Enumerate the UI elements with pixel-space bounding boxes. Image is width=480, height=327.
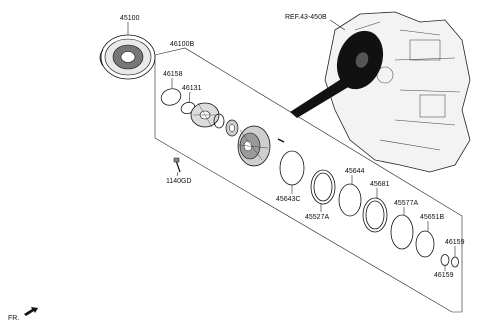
label-45651B: 45651B xyxy=(420,214,444,221)
label-45527A: 45527A xyxy=(305,214,329,221)
pump-body xyxy=(237,125,271,167)
label-46159-top: 46159 xyxy=(445,239,465,246)
label-46100B: 46100B xyxy=(170,41,194,48)
label-45100: 45100 xyxy=(120,15,140,22)
label-46159-bottom: 46159 xyxy=(434,272,454,279)
label-45681: 45681 xyxy=(370,181,390,188)
label-46131: 46131 xyxy=(182,85,202,92)
label-45643C: 45643C xyxy=(276,196,301,203)
label-46158: 46158 xyxy=(163,71,183,78)
transmission-housing xyxy=(290,11,471,173)
direction-label: FR. xyxy=(8,315,19,322)
label-45644: 45644 xyxy=(345,168,365,175)
front-direction-indicator: FR. xyxy=(8,307,38,322)
pump-cover xyxy=(190,102,220,128)
label-1140GD: 1140GD xyxy=(166,178,192,185)
reference-label: REF.43-450B xyxy=(285,14,327,21)
torque-converter xyxy=(99,34,156,80)
bolt xyxy=(173,157,181,173)
arrow-icon xyxy=(24,307,38,316)
label-45577A: 45577A xyxy=(394,200,418,207)
